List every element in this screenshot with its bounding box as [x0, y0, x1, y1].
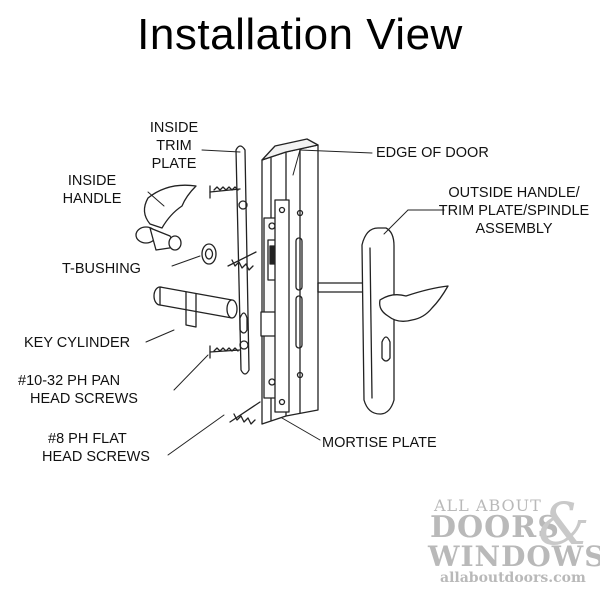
outside-assembly-drawing [317, 227, 449, 415]
watermark-line1: ALL ABOUT [434, 496, 542, 515]
watermark-line3: WINDOWS [428, 540, 600, 573]
label-outside-assembly: OUTSIDE HANDLE/ TRIM PLATE/SPINDLE ASSEM… [438, 185, 590, 237]
mortise-plate-drawing [274, 199, 290, 413]
label-mortise-plate: MORTISE PLATE [322, 435, 437, 451]
inside-handle-drawing [135, 184, 197, 251]
label-inside-handle: INSIDE HANDLE [62, 173, 122, 207]
label-edge-of-door: EDGE OF DOOR [376, 145, 489, 161]
watermark-ampersand: & [538, 490, 590, 558]
key-cylinder-drawing [153, 286, 238, 328]
leader-lines [145, 149, 445, 456]
inside-trim-plate-drawing [235, 145, 250, 375]
screws-drawing [209, 185, 261, 425]
label-pan-head-screws: #10-32 PH PAN HEAD SCREWS [18, 373, 138, 407]
watermark-line2: DOORS [430, 510, 560, 545]
page-title: Installation View [137, 10, 463, 59]
label-inside-trim-plate: INSIDE TRIM PLATE [149, 120, 199, 172]
watermark-url: allaboutdoors.com [440, 570, 586, 586]
t-bushing-drawing [201, 243, 217, 265]
label-key-cylinder: KEY CYLINDER [24, 335, 131, 351]
label-t-bushing: T-BUSHING [62, 261, 141, 277]
label-flat-head-screws: #8 PH FLAT HEAD SCREWS [42, 431, 150, 465]
